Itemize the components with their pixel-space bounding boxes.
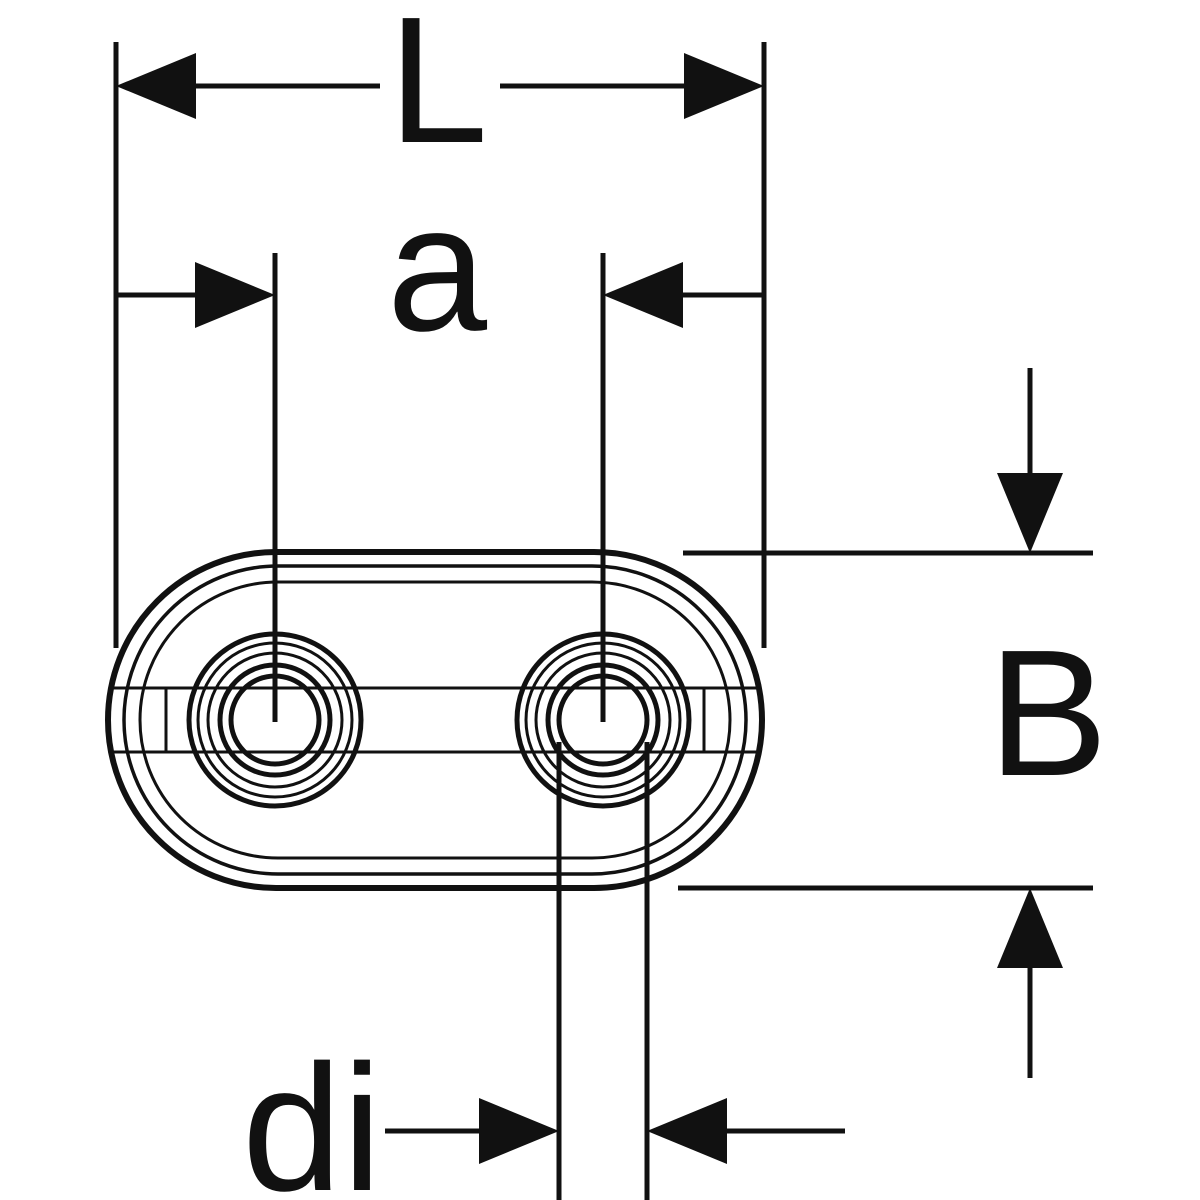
- dimension-di: di: [242, 742, 845, 1200]
- dimension-L: L: [113, 0, 767, 648]
- dim-di-arrow-left-icon: [479, 1098, 559, 1164]
- dim-di-label: di: [242, 1028, 382, 1200]
- dim-a-arrow-left-icon: [195, 262, 275, 328]
- dim-L-arrow-right-icon: [684, 53, 764, 119]
- dimension-B: B: [678, 368, 1108, 1078]
- dim-L-label: L: [388, 0, 488, 181]
- plate-inner-contour-2: [138, 580, 732, 860]
- dim-L-arrow-left-icon: [116, 53, 196, 119]
- dim-B-arrow-up-icon: [997, 888, 1063, 968]
- dim-B-label: B: [988, 613, 1108, 814]
- plate-outer-outline: [105, 549, 765, 891]
- dim-a-arrow-right-icon: [603, 262, 683, 328]
- plate-inner-contour-1: [122, 564, 748, 876]
- dim-di-arrow-right-icon: [647, 1098, 727, 1164]
- dim-a-label: a: [387, 168, 488, 369]
- dimension-a: a: [117, 168, 763, 722]
- part-mounting-plate: [105, 549, 765, 891]
- dim-B-arrow-down-icon: [997, 473, 1063, 553]
